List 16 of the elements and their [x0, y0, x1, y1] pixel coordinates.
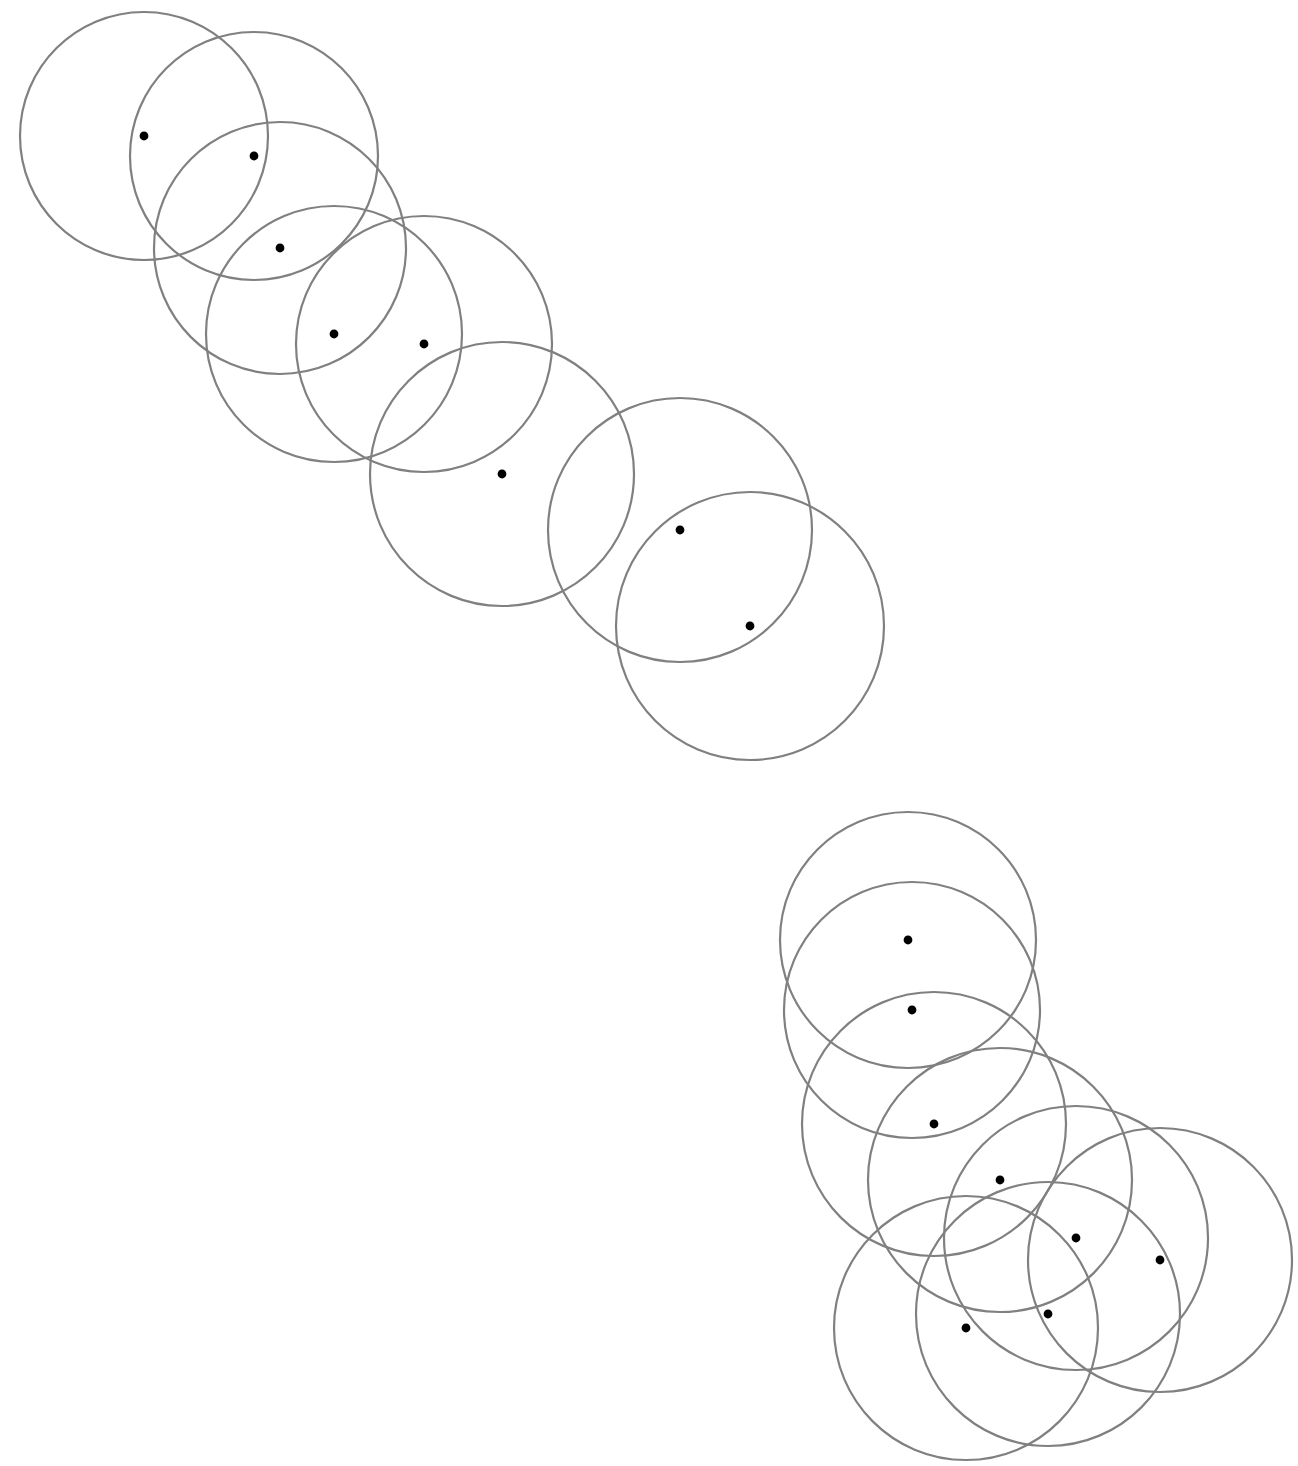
circle-outline [782, 880, 1042, 1140]
circle-outline [18, 10, 270, 262]
circle-outline [614, 490, 886, 762]
circle-outline [294, 214, 554, 474]
circle-outline [204, 204, 464, 464]
circle-outline [128, 30, 380, 282]
circle-outline [800, 990, 1068, 1258]
circle-outline [832, 1194, 1100, 1462]
circle-outline [914, 1180, 1182, 1448]
circle-outline [152, 120, 408, 376]
circle-outline [866, 1046, 1134, 1314]
circle-outline [1026, 1126, 1294, 1394]
circle-outline [368, 340, 636, 608]
circle-outline [546, 396, 814, 664]
circle-outline [778, 810, 1038, 1070]
circle-outline [942, 1104, 1210, 1372]
